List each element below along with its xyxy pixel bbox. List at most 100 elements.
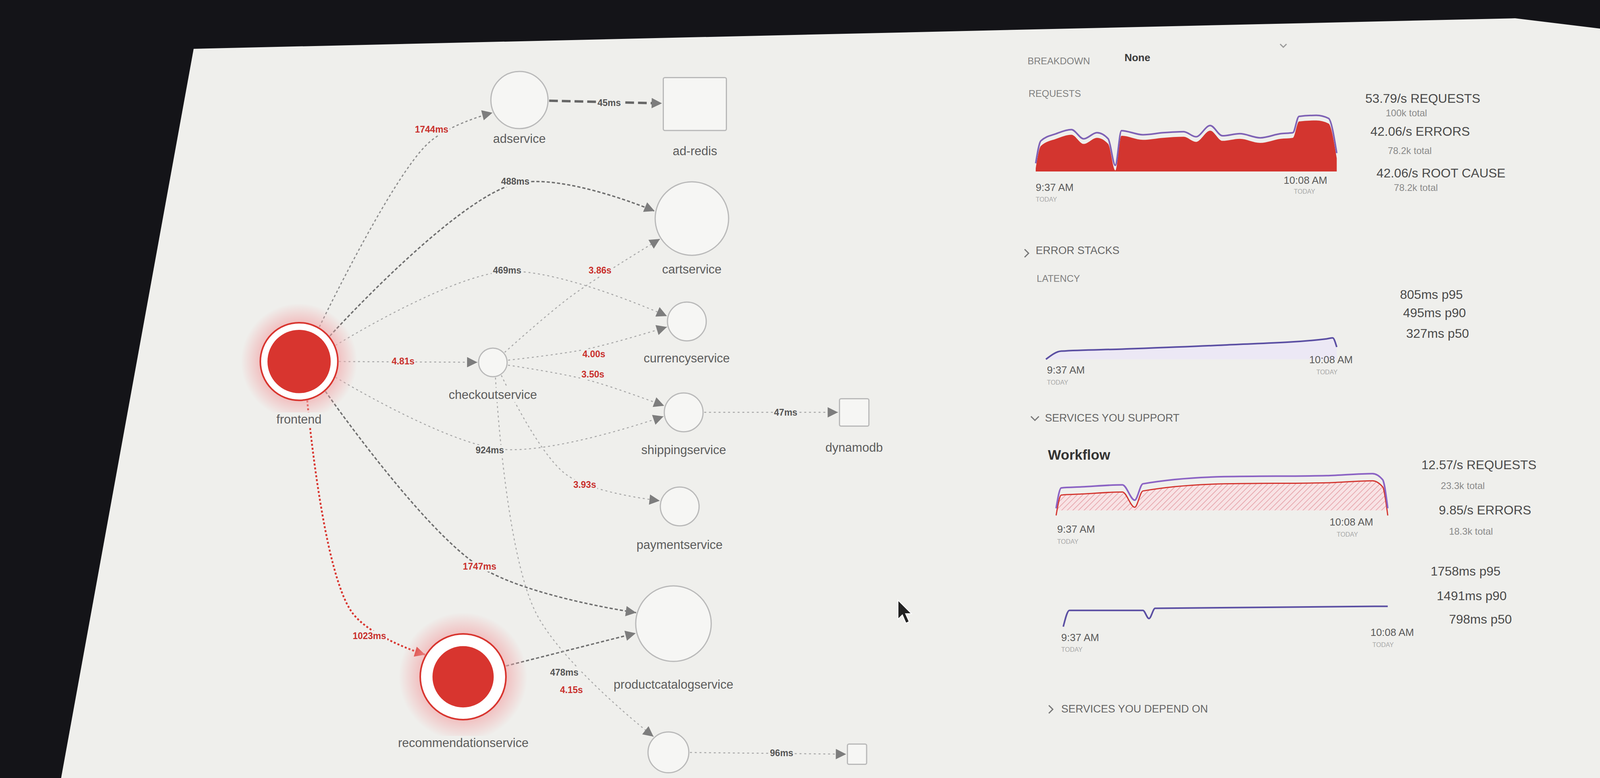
service-circle: [419, 632, 508, 721]
service-name: checkoutservice: [447, 387, 539, 402]
latency-label: 469ms: [491, 265, 523, 276]
metric-value: 1758ms p95: [1430, 563, 1501, 579]
service-node: frontend: [259, 321, 339, 427]
latency-label: 1747ms: [461, 561, 498, 572]
service-outline: [648, 731, 689, 773]
metric-value: 1491ms p90: [1436, 588, 1507, 604]
error-ring: [260, 322, 338, 400]
metric-total: 18.3k total: [1448, 525, 1493, 537]
service-outline: [664, 392, 704, 432]
metric-total: 23.3k total: [1440, 480, 1485, 492]
service-circle: [259, 321, 339, 402]
axis-day: TODAY: [1336, 530, 1359, 539]
service-outline: [490, 71, 549, 129]
service-name: currencyservice: [642, 351, 732, 366]
axis-time: 10:08 AM: [1329, 516, 1374, 529]
service-name: shippingservice: [639, 442, 728, 458]
metric-value: 805ms p95: [1400, 287, 1463, 302]
service-node: cartservice: [653, 180, 730, 277]
service-node: paymentservice: [634, 485, 725, 552]
latency-label: 96ms: [768, 747, 795, 758]
error-glow: [398, 612, 528, 741]
dropdown-value: None: [1124, 51, 1151, 64]
service-node: productcatalogservice: [611, 584, 735, 692]
metric-total: 78.2k total: [1387, 145, 1432, 157]
service-outline: [478, 348, 508, 377]
service-node: adservice: [489, 70, 550, 146]
datastore-square: [662, 76, 727, 131]
latency-label: 1023ms: [351, 630, 388, 641]
call-edge: [307, 400, 425, 655]
latency-label: 488ms: [500, 176, 531, 187]
axis-day: TODAY: [1046, 378, 1069, 387]
datastore-outline: [847, 744, 867, 765]
metric-value: 12.57/s REQUESTS: [1421, 457, 1537, 473]
call-edge: [325, 391, 637, 613]
service-node: currencyservice: [642, 300, 732, 366]
workflow-requests-line: [1055, 473, 1388, 508]
datastore-square: [838, 398, 870, 427]
latency-label: 45ms: [596, 97, 623, 108]
call-edge: [504, 238, 660, 353]
call-edge: [329, 181, 655, 336]
metric-total: 100k total: [1385, 107, 1427, 119]
dropdown-chevron: [1280, 44, 1287, 48]
metric-value: 798ms p50: [1448, 611, 1512, 627]
call-edge: [319, 112, 493, 327]
axis-day: TODAY: [1372, 641, 1395, 649]
axis-day: TODAY: [1035, 196, 1058, 204]
expand-chevron: [1048, 705, 1053, 714]
datastore-square: [846, 743, 868, 765]
service-circle: [659, 485, 701, 527]
operation-name: Workflow: [1048, 446, 1111, 463]
call-edge: [690, 752, 847, 754]
axis-time: 10:08 AM: [1309, 353, 1353, 366]
service-outline: [655, 181, 729, 256]
connectors: [307, 100, 847, 754]
service-circle: [634, 584, 713, 663]
latency-label: 4.15s: [558, 684, 585, 695]
axis-time: 9:37 AM: [1057, 523, 1095, 536]
service-circle: [653, 180, 730, 257]
latency-label: 924ms: [474, 444, 506, 456]
section-caption: REQUESTS: [1028, 88, 1081, 100]
metric-value: 495ms p90: [1403, 305, 1466, 321]
service-name: dynamodb: [823, 440, 885, 455]
metric-value: 53.79/s REQUESTS: [1365, 91, 1481, 106]
datastore-node: dynamodb: [823, 398, 885, 455]
service-outline: [667, 301, 707, 341]
service-circle: [489, 70, 550, 130]
datastore-node: ad-redis: [662, 76, 727, 159]
metric-value: 9.85/s ERRORS: [1438, 502, 1532, 518]
latency-line: [1046, 337, 1337, 360]
service-circle: [666, 300, 708, 343]
error-core: [432, 646, 494, 708]
service-node: [646, 730, 691, 774]
service-outline: [660, 486, 700, 526]
section-caption: BREAKDOWN: [1027, 55, 1090, 67]
axis-day: TODAY: [1057, 538, 1079, 546]
axis-time: 10:08 AM: [1283, 174, 1328, 187]
datastore-node: [846, 743, 868, 765]
service-node: shippingservice: [639, 391, 728, 458]
section-heading: ERROR STACKS: [1035, 244, 1120, 257]
metric-value: 42.06/s ERRORS: [1370, 124, 1470, 139]
axis-time: 9:37 AM: [1035, 181, 1074, 194]
axis-day: TODAY: [1294, 188, 1316, 196]
latency-label: 3.93s: [572, 479, 598, 490]
latency-label: 3.50s: [580, 369, 606, 380]
expand-chevron: [1024, 249, 1029, 258]
service-name: productcatalogservice: [611, 677, 735, 692]
service-name: paymentservice: [634, 537, 725, 552]
latency-label: 1744ms: [413, 124, 450, 135]
latency-label: 4.00s: [581, 348, 607, 360]
metric-value: 327ms p50: [1405, 326, 1469, 341]
axis-time: 10:08 AM: [1370, 626, 1414, 639]
section-heading: SERVICES YOU SUPPORT: [1044, 411, 1180, 425]
service-circle: [646, 730, 691, 774]
axis-time: 9:37 AM: [1061, 631, 1099, 644]
metric-charts: [1035, 115, 1388, 627]
